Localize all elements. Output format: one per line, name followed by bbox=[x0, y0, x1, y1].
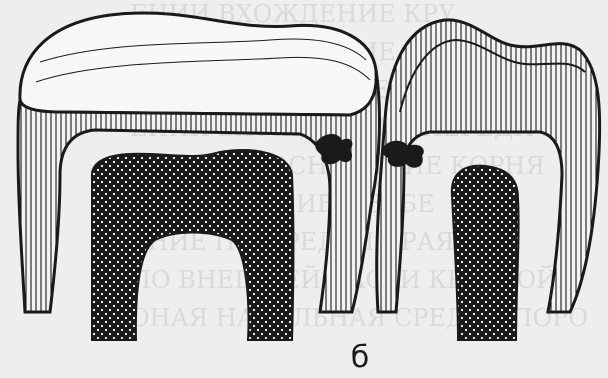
left-tooth-occlusal-surface bbox=[20, 13, 376, 115]
figure-caption: б bbox=[340, 343, 380, 373]
right-tooth-pulp bbox=[452, 166, 519, 340]
bleed-line: ОНАЯ НАЧАЛЬНАЯ СРЕДНЕ ПОРО bbox=[130, 304, 588, 332]
